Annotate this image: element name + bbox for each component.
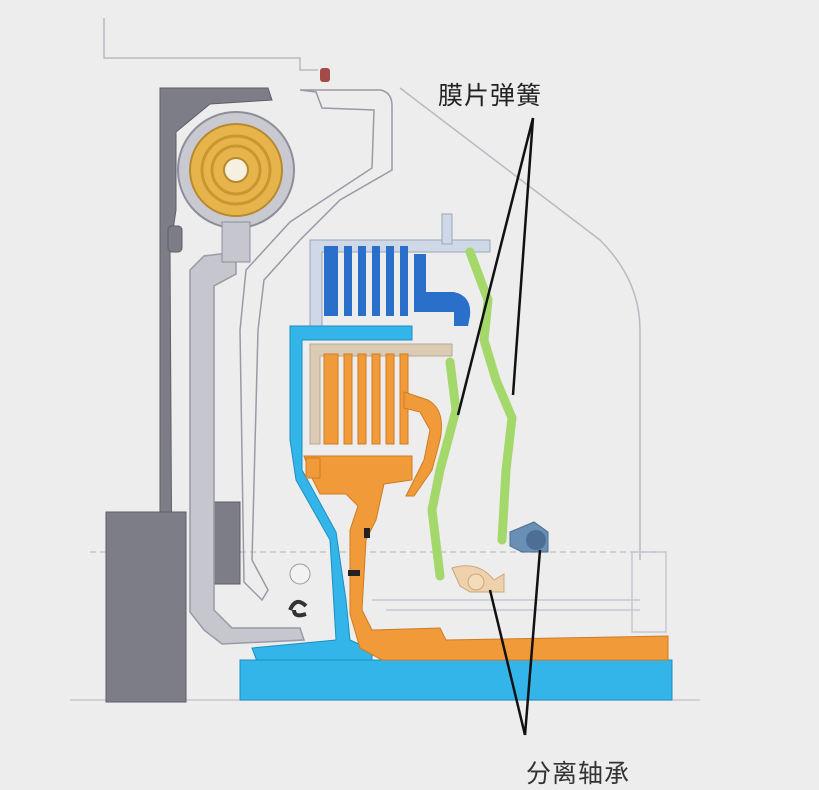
cyan-drum	[239, 325, 673, 701]
beige-part	[451, 565, 505, 593]
release-bearing	[509, 521, 549, 553]
separator-label: 分离轴承	[526, 759, 631, 788]
gold-bearing	[177, 111, 295, 263]
bolt	[320, 68, 330, 82]
blue-clutch-pack	[309, 213, 491, 327]
leader-line	[456, 117, 542, 736]
seals	[288, 528, 370, 618]
orange-clutch-pack	[303, 343, 669, 661]
diaphragm-spring-label: 膜片弹簧	[438, 81, 543, 110]
right-housing	[372, 551, 667, 633]
